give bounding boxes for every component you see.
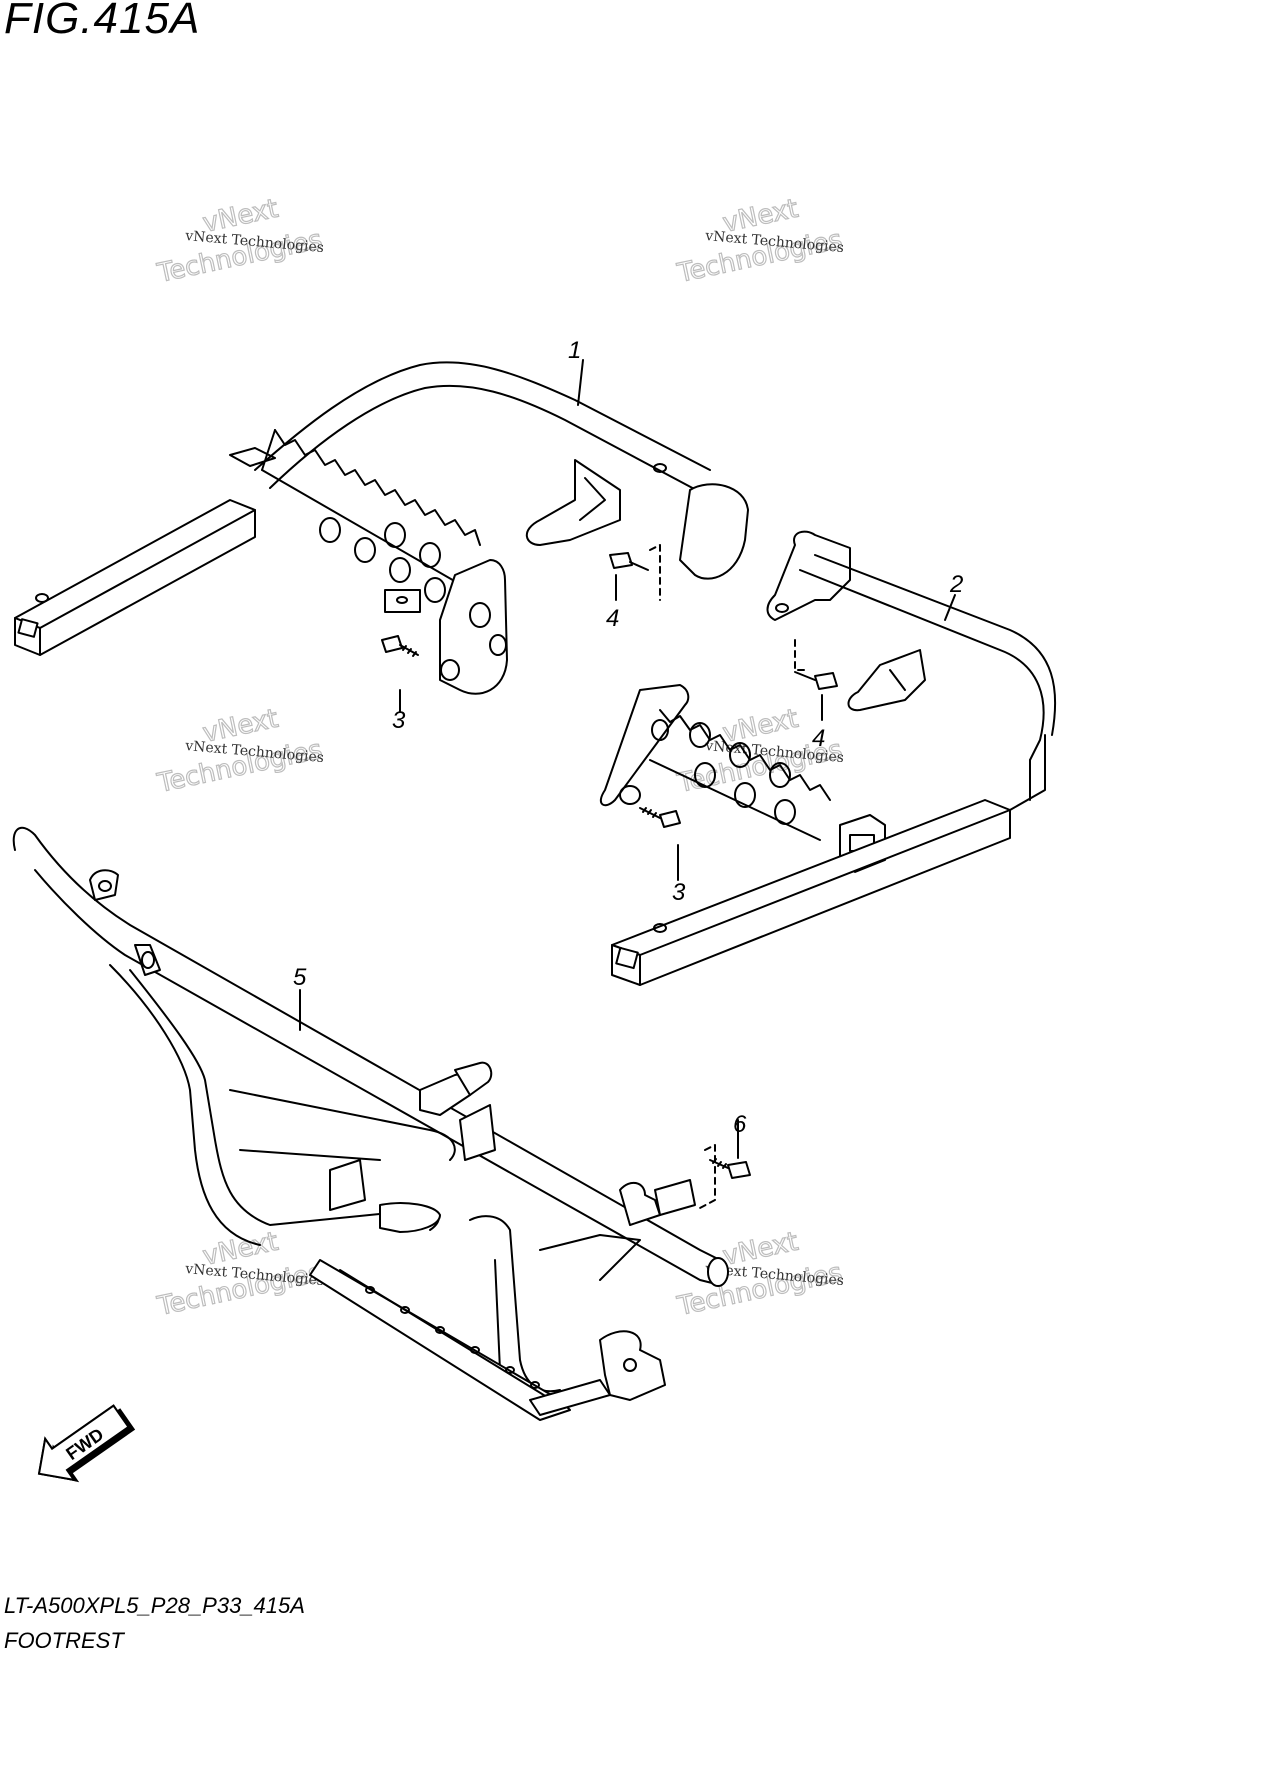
- watermark-mid-left: vNext Technologies vNext Technologies: [154, 703, 326, 800]
- callout-part-3-left: 3: [392, 707, 406, 734]
- svg-text:3: 3: [392, 707, 406, 734]
- watermark-top-right: vNext Technologies vNext Technologies: [674, 193, 846, 290]
- svg-text:6: 6: [733, 1111, 747, 1138]
- svg-text:4: 4: [606, 605, 619, 632]
- svg-text:1: 1: [568, 337, 581, 364]
- section-name: FOOTREST: [4, 1628, 124, 1653]
- watermark-low-right: vNext Technologies vNext Technologies: [674, 1226, 846, 1323]
- watermark-low-left: vNext Technologies vNext Technologies: [154, 1226, 326, 1323]
- part-2-footrest-right: [599, 530, 1057, 986]
- svg-text:3: 3: [672, 879, 686, 906]
- part-4-bolt-right: [794, 639, 838, 721]
- part-6-bolt: [699, 1119, 751, 1209]
- svg-text:5: 5: [293, 964, 307, 991]
- callout-part-3-right: 3: [672, 879, 686, 906]
- callout-part-2: 2: [944, 571, 963, 621]
- svg-text:4: 4: [812, 725, 825, 752]
- part-3-bolt-left: [381, 635, 419, 713]
- part-1-footrest-left: [14, 361, 749, 695]
- part-3-bolt-right: [639, 807, 681, 881]
- figure-title: FIG.415A: [4, 0, 201, 43]
- fwd-direction-arrow: FWD: [37, 1404, 136, 1483]
- callout-part-4-right: 4: [812, 725, 825, 752]
- part-4-bolt-left: [609, 544, 661, 601]
- callout-part-6: 6: [733, 1111, 747, 1138]
- callout-part-4-left: 4: [606, 605, 619, 632]
- callout-part-5: 5: [293, 964, 307, 1031]
- callout-part-1: 1: [568, 337, 584, 406]
- svg-text:2: 2: [949, 571, 963, 598]
- part-5-footrest-frame: [12, 826, 729, 1421]
- watermark-top-left: vNext Technologies vNext Technologies: [154, 193, 326, 290]
- model-code: LT-A500XPL5_P28_P33_415A: [4, 1593, 305, 1618]
